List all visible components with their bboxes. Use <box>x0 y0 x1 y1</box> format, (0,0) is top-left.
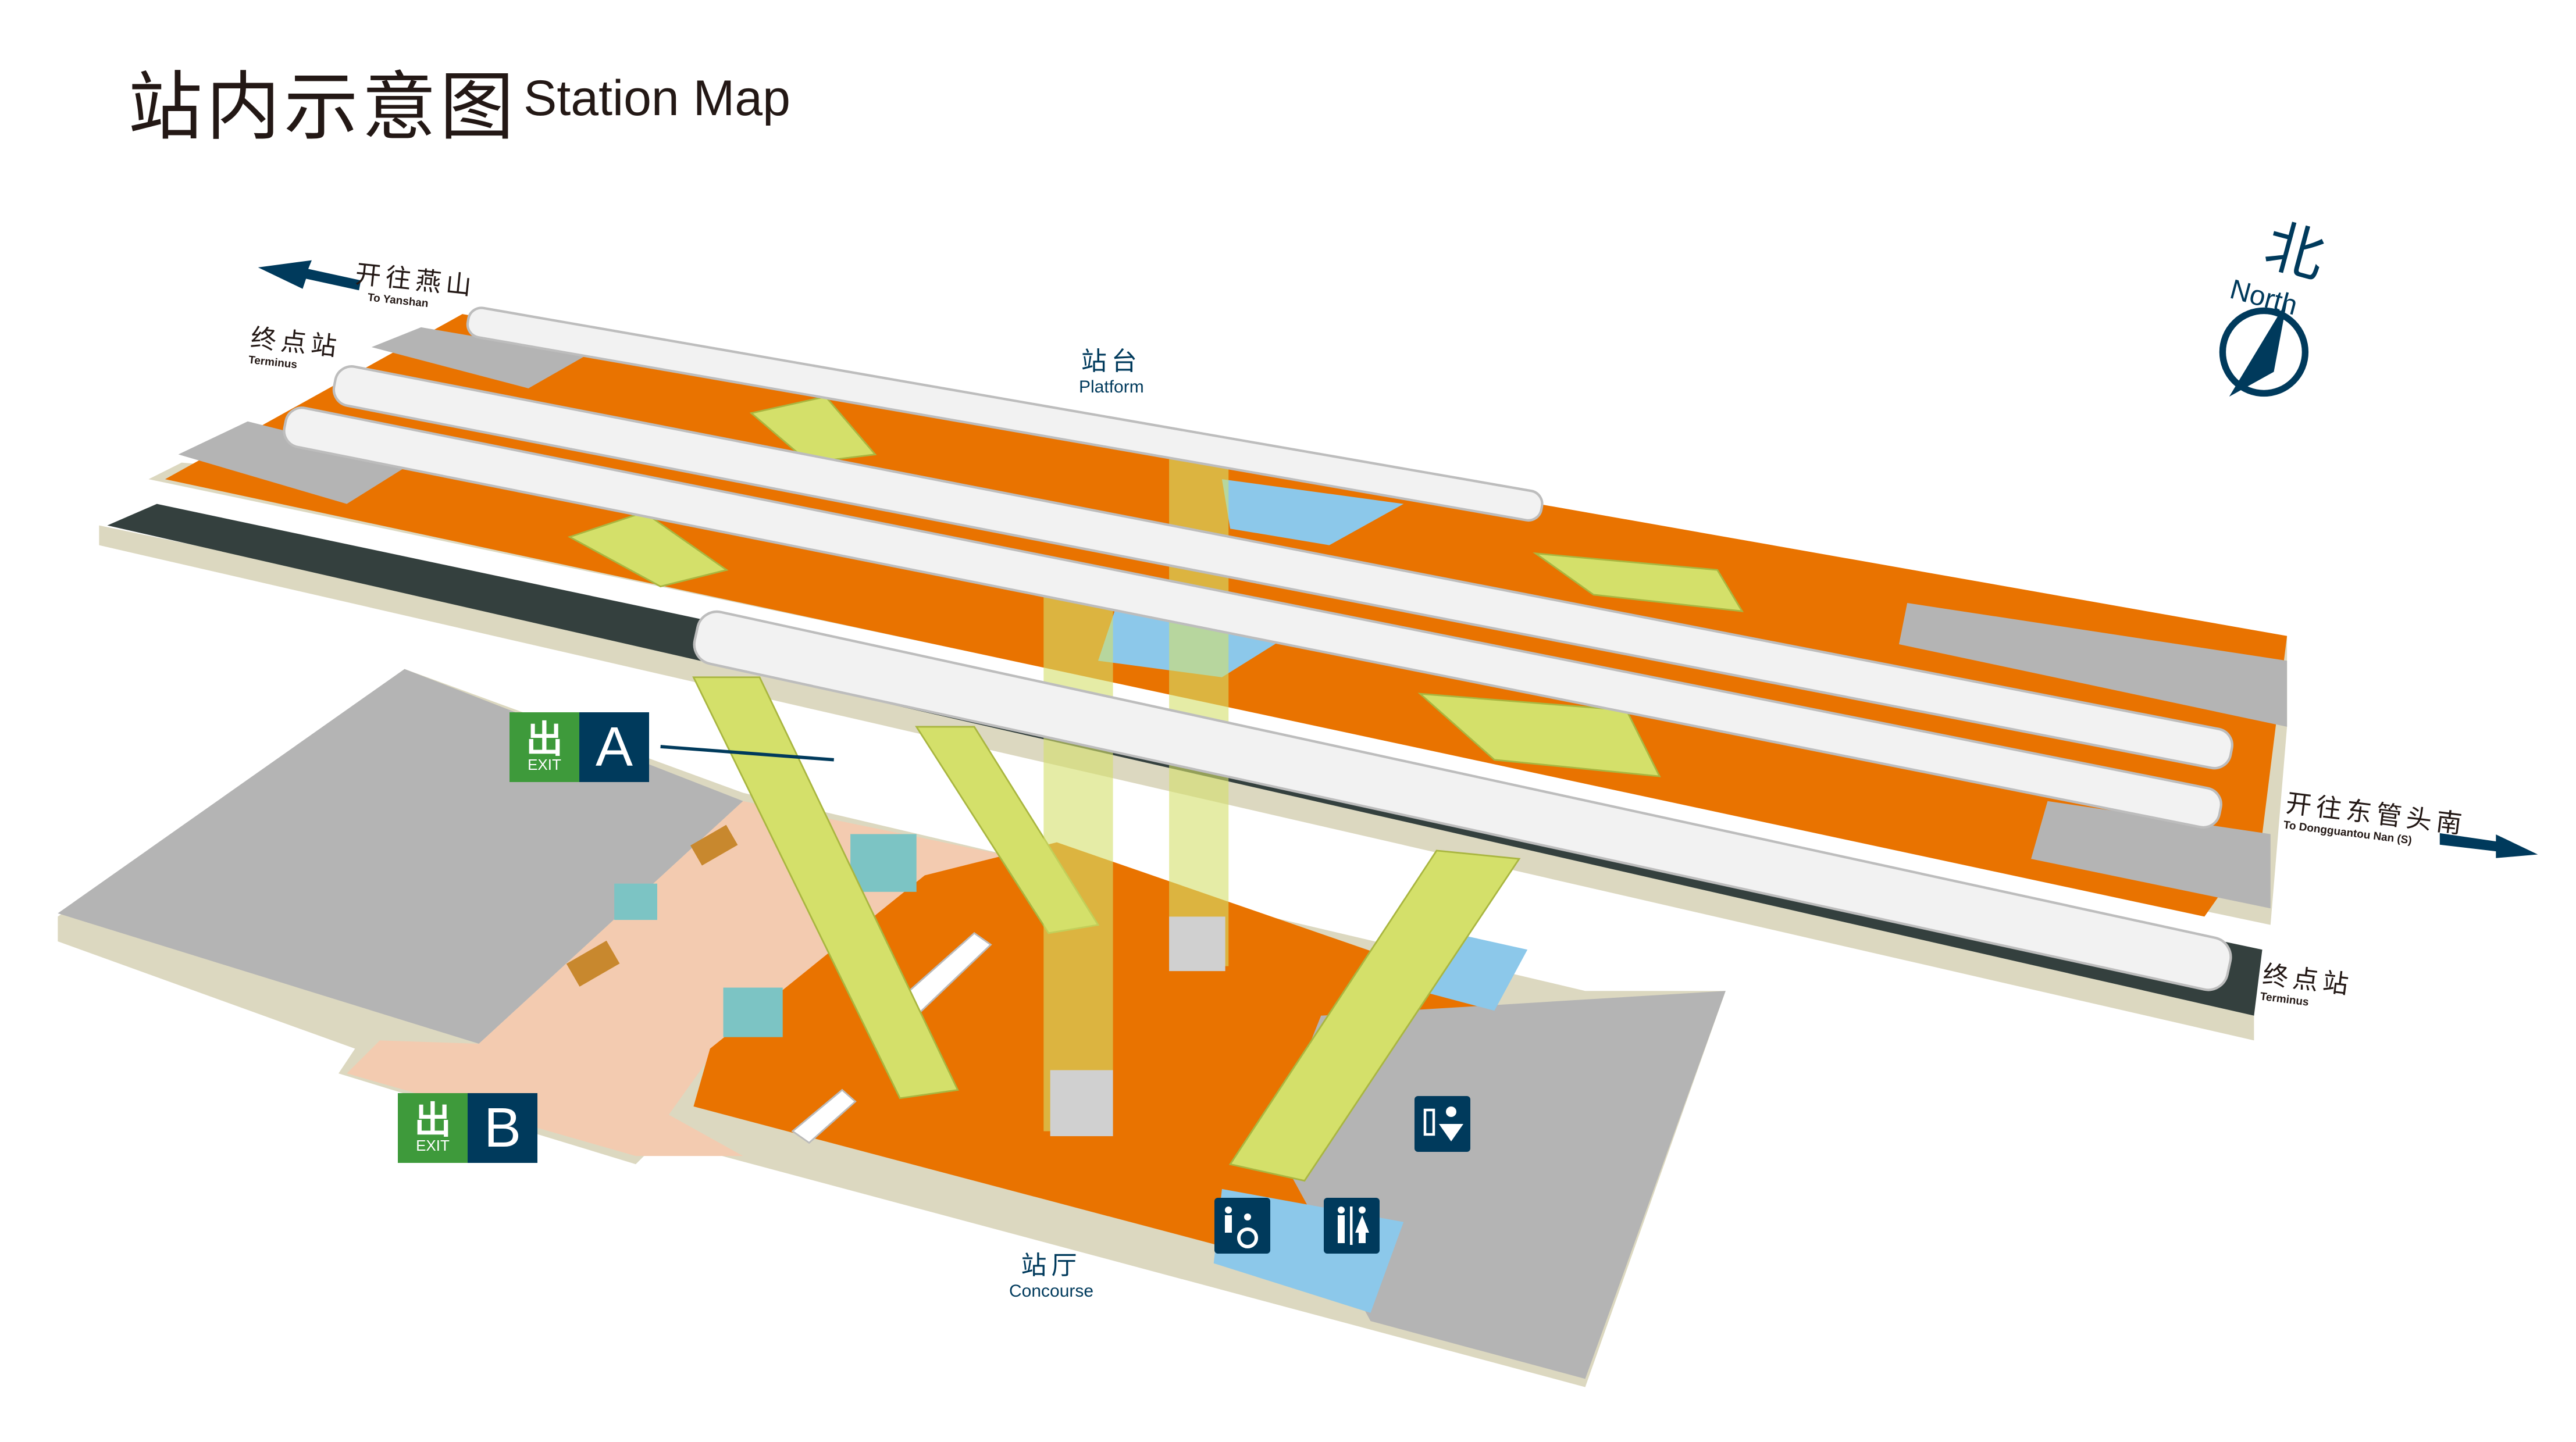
page-title-en: Station Map <box>523 70 790 126</box>
end-block-right <box>1898 603 2288 727</box>
baby-care-icon <box>1415 1096 1470 1152</box>
concourse-cn: 站厅 <box>1021 1251 1082 1280</box>
ticket-machine <box>723 987 783 1037</box>
end-block-right <box>2031 801 2271 909</box>
exit-en: EXIT <box>528 756 561 773</box>
escalator-top <box>567 511 729 588</box>
exit-cn: 出 <box>414 1100 451 1141</box>
exit-letter: B <box>468 1093 537 1163</box>
terminus-left-label: 终点站 Terminus <box>248 317 343 376</box>
page-title: 站内示意图 <box>128 66 518 149</box>
exit-cn: 出 <box>526 719 563 761</box>
platform-cn: 站台 <box>1081 347 1142 376</box>
end-block-left <box>178 421 413 504</box>
train <box>693 610 2232 991</box>
escalator <box>692 676 959 1100</box>
elevator-top <box>1221 479 1404 545</box>
train <box>332 365 2233 770</box>
exit-en: EXIT <box>416 1137 450 1154</box>
exit-a-pointer <box>660 745 834 762</box>
platform-en: Platform <box>1079 377 1144 397</box>
gate-row <box>566 940 620 987</box>
escalator-top <box>1533 552 1744 612</box>
accessible-toilet-icon <box>1214 1198 1270 1254</box>
arrow-right-icon <box>2439 833 2538 858</box>
gate-row <box>690 824 738 866</box>
concourse-label: 站厅 Concourse <box>1009 1244 1093 1301</box>
train <box>466 306 1544 522</box>
platform-label: 站台 Platform <box>1079 340 1144 397</box>
exit-letter: A <box>579 712 649 782</box>
ticket-machine <box>614 883 657 920</box>
elevator-shaft <box>1043 578 1113 1132</box>
escalator-top <box>1417 693 1661 777</box>
elevator-cab <box>1169 916 1225 972</box>
concourse-right-block <box>1271 991 1726 1379</box>
trains <box>283 306 2233 991</box>
escalator <box>1228 850 1521 1182</box>
ticket-machine <box>850 834 917 892</box>
escalator-top <box>749 395 877 464</box>
train <box>283 406 2222 829</box>
elevator-cab <box>1050 1070 1113 1137</box>
direction-arrows <box>258 260 2538 858</box>
stairs <box>791 1088 857 1144</box>
end-block-left <box>371 327 586 388</box>
arrow-left-icon <box>258 260 361 291</box>
concourse-en: Concourse <box>1009 1282 1094 1301</box>
toilets-icon <box>1324 1198 1380 1254</box>
